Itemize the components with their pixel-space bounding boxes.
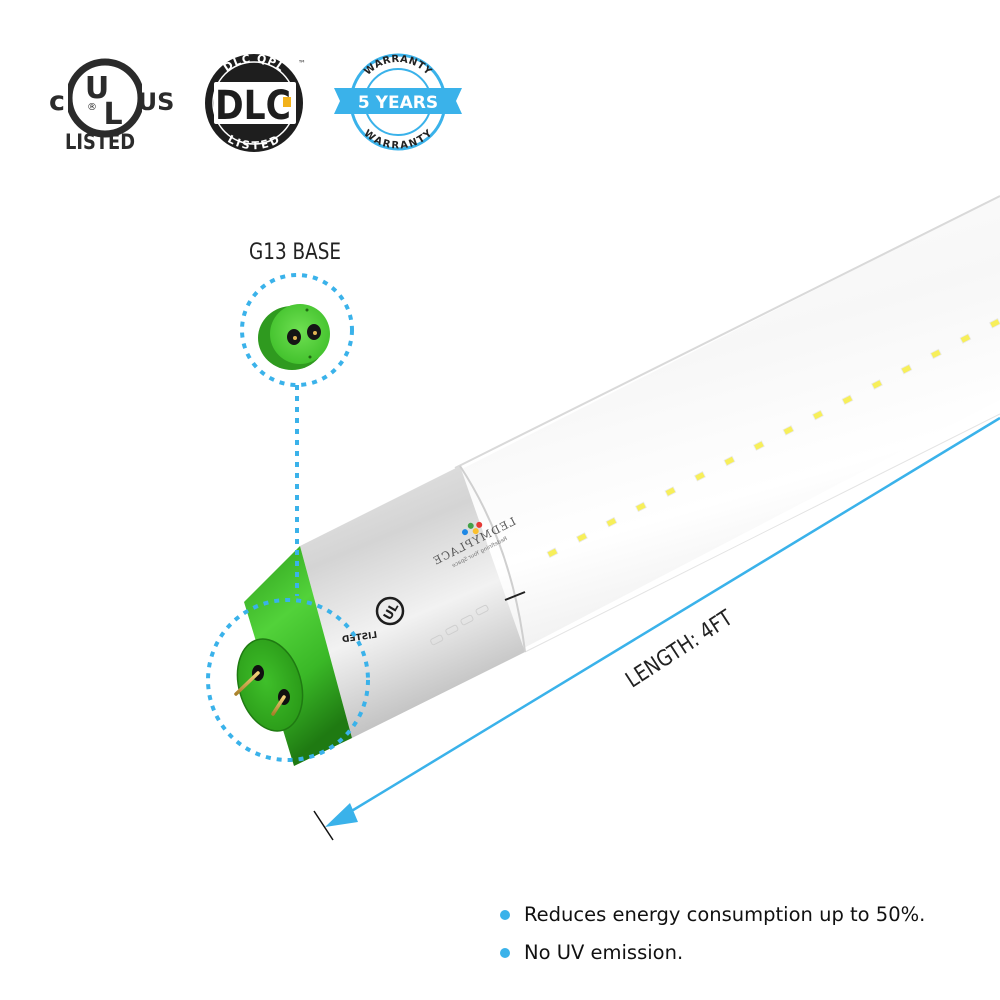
- pin-icon: [271, 695, 286, 716]
- dlc-yellow-square: [283, 97, 291, 107]
- dlc-trademark: ™: [298, 59, 306, 68]
- dlc-main-text: DLC: [215, 83, 291, 129]
- tube-cert-icons: [430, 604, 489, 646]
- ul-registered-mark: ®: [87, 102, 97, 113]
- led-chip: [723, 455, 736, 467]
- warranty-ribbon: [334, 88, 462, 114]
- led-chip-row: [546, 318, 1000, 559]
- length-label: LENGTH: 4FT: [621, 606, 737, 694]
- warranty-5-years-badge: WARRANTY WARRANTY 5 YEARS: [334, 53, 462, 152]
- led-tube: LEDMYPLACE Redefining Your Space UL LIST…: [234, 195, 1000, 766]
- dlc-qpl-badge: DLC QPL LISTED DLC ™: [205, 52, 306, 152]
- g13-base-label: G13 BASE: [249, 240, 341, 265]
- dimension-end-tick: [313, 810, 334, 841]
- tube-ul-mark: UL LISTED: [342, 596, 405, 646]
- tube-diffuser: [460, 196, 1000, 650]
- ul-listed-badge: c U L ® US LISTED: [40, 58, 175, 154]
- led-chip: [576, 532, 588, 543]
- dlc-listed-arc-text: LISTED: [225, 133, 282, 153]
- tube-end-cap: [244, 546, 352, 766]
- ul-listed-text: LISTED: [65, 130, 135, 154]
- led-chip: [930, 348, 942, 360]
- tube-ul-listed-text: LISTED: [342, 631, 378, 646]
- arrow-head-icon: [325, 803, 358, 827]
- led-chip: [635, 501, 647, 513]
- ul-l-letter: L: [103, 97, 122, 132]
- led-chip: [989, 318, 1000, 329]
- bullet-icon: [500, 910, 510, 920]
- led-chip: [871, 379, 883, 390]
- led-chip: [753, 440, 765, 451]
- led-chip: [782, 425, 795, 436]
- g13-base-callout: G13 BASE: [206, 240, 370, 762]
- end-cap-face: [236, 638, 304, 732]
- led-chip: [664, 486, 677, 497]
- led-chip: [900, 363, 913, 375]
- g13-detail-ring: [240, 273, 354, 387]
- feature-list: Reduces energy consumption up to 50%. No…: [498, 900, 925, 976]
- ul-us-letters: US: [138, 88, 175, 116]
- led-chip: [605, 516, 618, 528]
- led-chip: [812, 409, 824, 421]
- ul-u-letter: U: [85, 71, 109, 106]
- pin-icon: [234, 671, 260, 696]
- ul-ring: [65, 58, 145, 138]
- dimension-line: [339, 416, 1000, 820]
- feature-item: Reduces energy consumption up to 50%.: [498, 900, 925, 938]
- led-chip: [546, 547, 559, 559]
- led-chip: [959, 333, 972, 344]
- led-chip: [694, 471, 706, 482]
- feature-text: No UV emission.: [524, 941, 684, 964]
- ul-c-letter: c: [49, 86, 65, 117]
- end-cap-detail-ring: [206, 598, 370, 762]
- g13-base-closeup: [258, 304, 330, 370]
- tube-aluminum-housing: [300, 466, 525, 738]
- warranty-ribbon-text: 5 YEARS: [358, 93, 438, 113]
- led-chip: [841, 394, 854, 406]
- feature-text: Reduces energy consumption up to 50%.: [524, 903, 926, 926]
- feature-item: No UV emission.: [498, 938, 925, 976]
- bullet-icon: [500, 948, 510, 958]
